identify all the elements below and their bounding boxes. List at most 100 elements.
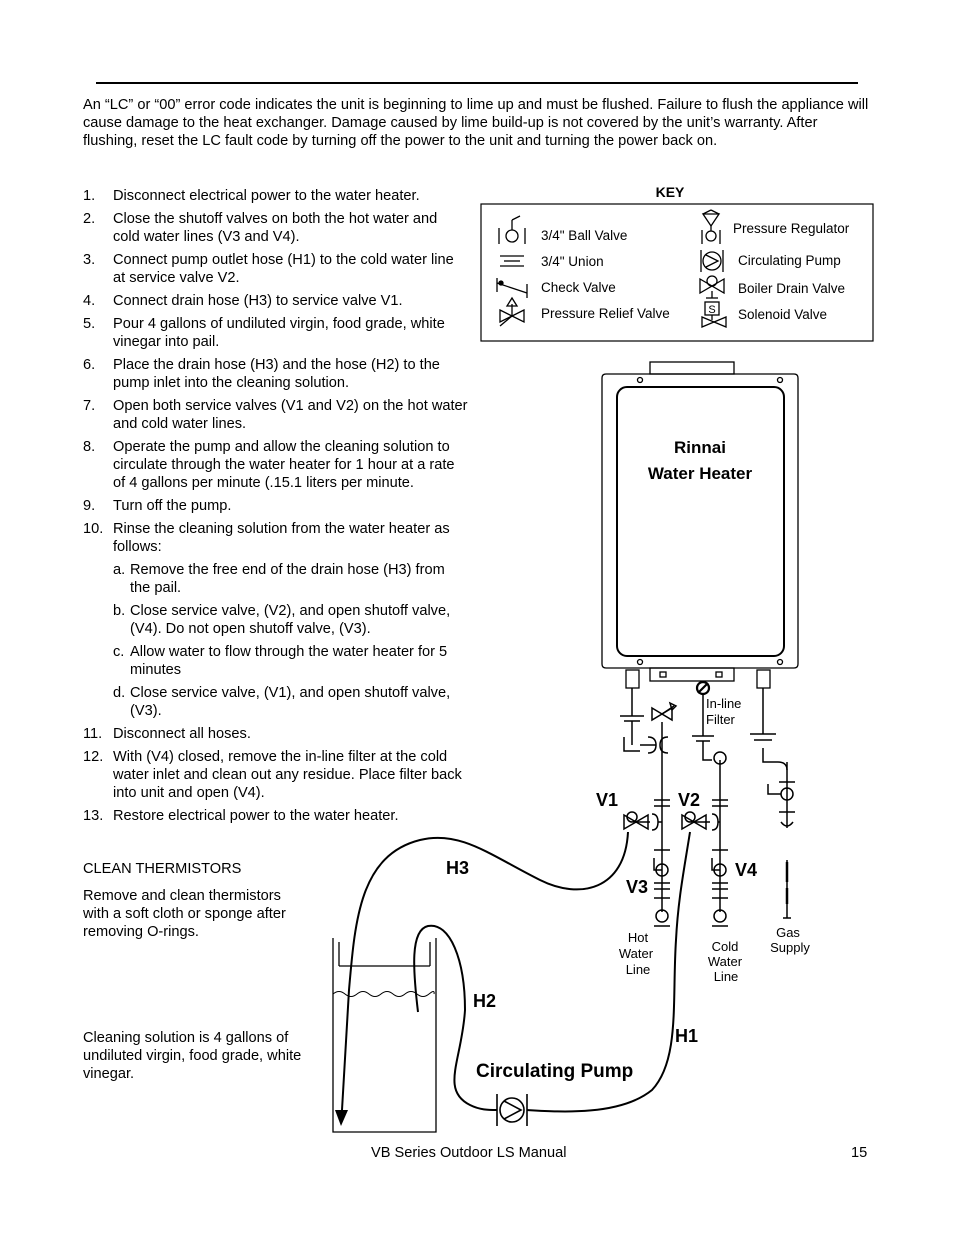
- circulating-pump-icon: [496, 1094, 528, 1126]
- step-text: Connect drain hose (H3) to service valve…: [113, 293, 403, 309]
- step-number: 10.: [83, 521, 104, 537]
- step-number: 7.: [83, 398, 96, 414]
- solenoid-letter: S: [708, 304, 715, 316]
- step-11: 11. Disconnect all hoses.: [83, 725, 468, 743]
- step-text: Open both service valves (V1 and V2) on …: [113, 398, 468, 432]
- step-5: 5. Pour 4 gallons of undiluted virgin, fo…: [83, 315, 468, 351]
- v2-drain-valve-icon: [681, 811, 720, 831]
- step-9: 9.Turn off the pump.: [83, 497, 468, 515]
- h1-label: H1: [675, 1026, 698, 1046]
- union-icon: [702, 741, 727, 765]
- hot-line-label-3: Line: [626, 962, 651, 977]
- cold-line-label-1: Cold: [712, 939, 739, 954]
- substep-d: d.Close service valve, (V1), and open sh…: [83, 684, 468, 720]
- ball-valve-icon: [498, 215, 526, 244]
- v3-label: V3: [626, 877, 648, 897]
- h3-label: H3: [446, 858, 469, 878]
- substep-a: a.Remove the free end of the drain hose …: [83, 561, 468, 597]
- cold-line-label-3: Line: [714, 969, 739, 984]
- substep-c: c. Allow water to flow through the water …: [83, 643, 468, 679]
- step-text: With (V4) closed, remove the in-line fil…: [113, 749, 462, 801]
- footer-title: VB Series Outdoor LS Manual: [371, 1145, 567, 1161]
- step-number: 3.: [83, 252, 96, 268]
- piping: [620, 688, 791, 919]
- step-number: 5.: [83, 316, 96, 332]
- inline-filter-icon: [695, 680, 711, 696]
- v1-label: V1: [596, 790, 618, 810]
- step-number: 4.: [83, 293, 96, 309]
- step-number: 12.: [83, 749, 104, 765]
- substep-text: Close service valve, (V1), and open shut…: [130, 685, 451, 719]
- step-number: 6.: [83, 357, 96, 373]
- pail: [332, 938, 437, 1133]
- step-text: Disconnect electrical power to the water…: [113, 188, 420, 204]
- flush-steps: 1. Disconnect electrical power to the wat…: [83, 187, 468, 830]
- step-text: Operate the pump and allow the cleaning …: [113, 439, 455, 491]
- step-number: 1.: [83, 188, 96, 204]
- cold-line-label-2: Water: [708, 954, 743, 969]
- step-13: 13.Restore electrical power to the water…: [83, 807, 468, 825]
- boiler-drain-valve-icon: [699, 275, 725, 299]
- v4-label: V4: [735, 860, 757, 880]
- step-number: 11.: [83, 726, 103, 742]
- key-boiler-drain-label: Boiler Drain Valve: [738, 281, 845, 296]
- union-icon: [762, 748, 788, 771]
- step-number: 8.: [83, 439, 96, 455]
- step-text: Pour 4 gallons of undiluted virgin, food…: [113, 316, 445, 350]
- pressure-relief-valve-icon: [651, 701, 678, 722]
- substep-text: Close service valve, (V2), and open shut…: [130, 603, 451, 637]
- intro-paragraph: An “LC” or “00” error code indicates the…: [83, 97, 869, 149]
- gas-supply-label-1: Gas: [776, 925, 800, 940]
- key-title: KEY: [656, 184, 685, 200]
- hot-line-label-2: Water: [619, 946, 654, 961]
- clean-thermistors-heading: CLEAN THERMISTORS: [83, 861, 242, 877]
- step-1: 1. Disconnect electrical power to the wat…: [83, 187, 468, 205]
- check-valve-icon: [496, 278, 528, 298]
- substep-letter: b.: [113, 603, 126, 619]
- header-rule: [96, 82, 858, 84]
- hoses: [341, 831, 691, 1113]
- union-icon: [712, 799, 728, 807]
- h3-arrow-icon: [335, 1110, 348, 1126]
- solenoid-valve-icon: [701, 301, 727, 328]
- v2-label: V2: [678, 790, 700, 810]
- union-icon: [500, 255, 524, 267]
- step-4: 4. Connect drain hose (H3) to service val…: [83, 292, 468, 310]
- key-box: [480, 203, 874, 342]
- page-number: 15: [851, 1145, 868, 1161]
- check-valve-icon: [767, 781, 795, 801]
- check-valve-icon: [654, 897, 670, 927]
- gas-supply-label-2: Supply: [770, 940, 810, 955]
- pressure-regulator-icon: [701, 209, 721, 244]
- substep-b: b.Close service valve, (V2), and open sh…: [83, 602, 468, 638]
- key-circulating-pump-label: Circulating Pump: [738, 253, 841, 268]
- h2-label: H2: [473, 991, 496, 1011]
- union-icon: [779, 811, 795, 827]
- step-3: 3. Connect pump outlet hose (H1) to the c…: [83, 251, 468, 287]
- substep-letter: c.: [113, 644, 125, 660]
- step-6: 6.Place the drain hose (H3) and the hose…: [83, 356, 468, 392]
- substep-letter: d.: [113, 685, 126, 701]
- step-12: 12. With (V4) closed, remove the in-line …: [83, 748, 468, 802]
- inline-filter-label-1: In-line: [706, 696, 741, 711]
- step-10: 10. Rinse the cleaning solution from the …: [83, 520, 468, 556]
- check-valve-icon: [712, 897, 728, 927]
- step-2: 2.Close the shutoff valves on both the h…: [83, 210, 468, 246]
- circulating-pump-key-icon: [700, 250, 724, 272]
- key-pressure-relief-label: Pressure Relief Valve: [541, 306, 670, 321]
- v1-drain-valve-icon: [623, 811, 662, 831]
- step-text: Close the shutoff valves on both the hot…: [113, 211, 438, 245]
- circulating-pump-label: Circulating Pump: [476, 1061, 633, 1082]
- substep-text: Allow water to flow through the water he…: [130, 644, 448, 678]
- step-text: Connect pump outlet hose (H1) to the col…: [113, 252, 454, 286]
- inline-filter-label-2: Filter: [706, 712, 736, 727]
- clean-thermistors-text: Remove and clean thermistors with a soft…: [83, 888, 286, 940]
- step-text: Rinse the cleaning solution from the wat…: [113, 521, 450, 555]
- water-heater-unit: [601, 361, 799, 689]
- substep-letter: a.: [113, 562, 126, 578]
- step-number: 9.: [83, 498, 96, 514]
- check-valve-icon: [653, 849, 670, 877]
- key-solenoid-label: Solenoid Valve: [738, 307, 827, 322]
- step-text: Disconnect all hoses.: [113, 726, 251, 742]
